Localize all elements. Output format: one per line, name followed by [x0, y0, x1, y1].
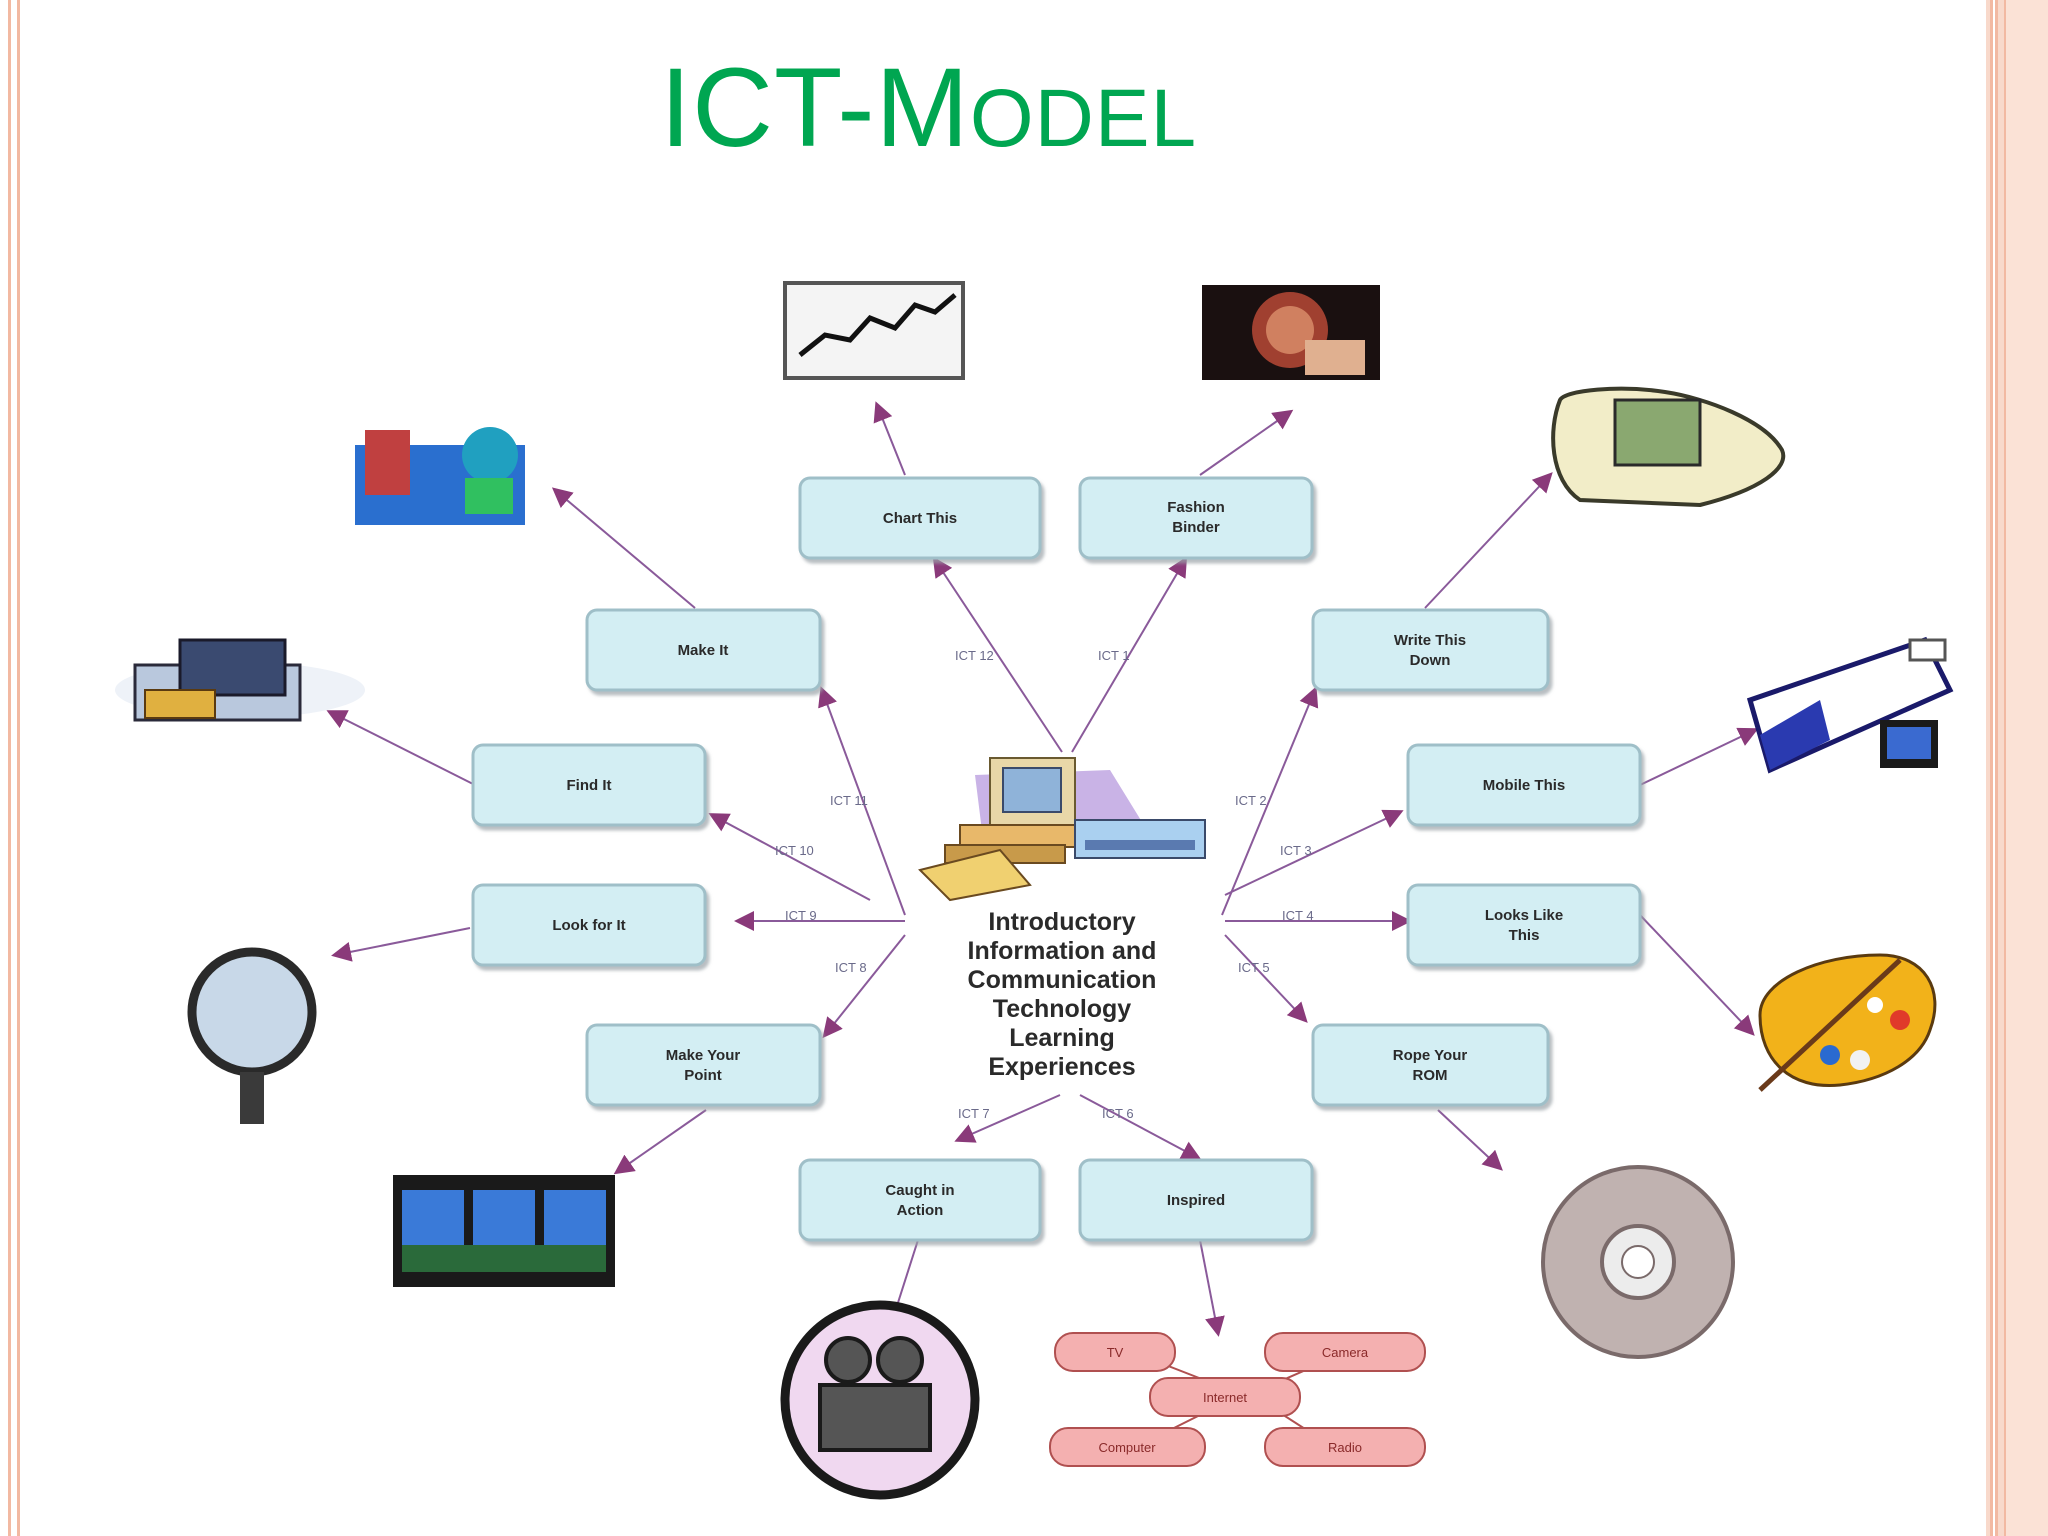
label-make-your-point-2: Point: [684, 1067, 722, 1084]
label-rope-your-rom-1: Rope Your: [1393, 1047, 1468, 1064]
center-line-3: Communication: [968, 966, 1157, 994]
box-make-it: [585, 608, 822, 692]
slide-title: ICT-MODEL: [660, 45, 1198, 170]
label-inspired: Inspired: [1167, 1192, 1225, 1209]
label-find-it: Find It: [567, 777, 612, 794]
center-title: Introductory Information and Communicati…: [968, 908, 1157, 1081]
pill-internet: [1149, 1377, 1301, 1417]
pill-internet-label: Internet: [1203, 1390, 1247, 1405]
box-mobile-this: [1406, 743, 1642, 827]
computer-map-icon: [1551, 386, 1786, 508]
ict-label-9: ICT 9: [785, 908, 817, 923]
right-border-core: [2004, 0, 2048, 1536]
label-make-it: Make It: [678, 642, 729, 659]
cd-icon: [1541, 1165, 1735, 1359]
label-fashion-binder-1: Fashion: [1167, 499, 1225, 516]
ict-labels: ICT 12 ICT 1 ICT 11 ICT 2 ICT 10 ICT 3 I…: [775, 648, 1314, 1121]
ict-label-8: ICT 8: [835, 960, 867, 975]
label-chart-this: Chart This: [883, 510, 957, 527]
pill-camera-label: Camera: [1322, 1345, 1369, 1360]
magnifier-icon: [187, 947, 317, 1124]
label-looks-like-this-1: Looks Like: [1485, 907, 1563, 924]
pill-computer: [1049, 1427, 1206, 1467]
label-write-this-down-1: Write This: [1394, 632, 1466, 649]
box-caught-in-action: [798, 1158, 1042, 1242]
ict-label-7: ICT 7: [958, 1106, 990, 1121]
box-look-for-it: [471, 883, 707, 967]
box-fashion-binder: [1078, 476, 1314, 560]
label-rope-your-rom-2: ROM: [1413, 1067, 1448, 1084]
video-camera-icon: [780, 1300, 980, 1500]
center-line-1: Introductory: [988, 908, 1135, 936]
center-line-5: Learning: [1009, 1024, 1115, 1052]
ict-label-12: ICT 12: [955, 648, 994, 663]
left-border: [8, 0, 20, 1536]
label-fashion-binder-2: Binder: [1172, 519, 1220, 536]
film-strip-icon: [393, 1175, 615, 1287]
label-look-for-it: Look for It: [552, 917, 625, 934]
box-looks-like-this: [1406, 883, 1642, 967]
center-line-4: Technology: [993, 995, 1132, 1023]
file-cabinet-icon: [115, 638, 365, 722]
pill-camera: [1264, 1332, 1426, 1372]
pill-tv: [1054, 1332, 1176, 1372]
media-cluster: TV Camera Internet Computer Radio: [1049, 1332, 1426, 1467]
ict-label-3: ICT 3: [1280, 843, 1312, 858]
ict-label-6: ICT 6: [1102, 1106, 1134, 1121]
center-line-6: Experiences: [988, 1053, 1135, 1081]
ict-label-2: ICT 2: [1235, 793, 1267, 808]
box-find-it: [471, 743, 707, 827]
label-write-this-down-2: Down: [1410, 652, 1451, 669]
center-line-2: Information and: [968, 937, 1157, 965]
label-make-your-point-1: Make Your: [666, 1047, 741, 1064]
connector-arrows: [326, 401, 1759, 1338]
box-make-your-point: [585, 1023, 822, 1107]
box-inspired: [1078, 1158, 1314, 1242]
ict-label-5: ICT 5: [1238, 960, 1270, 975]
pill-radio-label: Radio: [1328, 1440, 1362, 1455]
paint-palette-icon: [1758, 953, 1937, 1092]
pill-tv-label: TV: [1107, 1345, 1124, 1360]
label-looks-like-this-2: This: [1509, 927, 1540, 944]
pill-radio: [1264, 1427, 1426, 1467]
right-border-inner: [1990, 0, 1998, 1536]
brain-icon: [1202, 285, 1380, 380]
box-write-this-down: [1311, 608, 1550, 692]
ict-label-10: ICT 10: [775, 843, 814, 858]
label-caught-in-action-2: Action: [897, 1202, 944, 1219]
ict-label-1: ICT 1: [1098, 648, 1130, 663]
box-labels: Chart This Fashion Binder Make It Write …: [552, 499, 1565, 1219]
box-rope-your-rom: [1311, 1023, 1550, 1107]
line-chart-icon: [783, 281, 965, 380]
mobile-laptop-icon: [1746, 636, 1954, 774]
pill-computer-label: Computer: [1098, 1440, 1156, 1455]
box-chart-this: [798, 476, 1042, 560]
ict-label-4: ICT 4: [1282, 908, 1314, 923]
computer-desk-icon: [918, 757, 1206, 902]
toolbox-icon: [355, 427, 525, 525]
label-mobile-this: Mobile This: [1483, 777, 1566, 794]
ict-label-11: ICT 11: [830, 793, 868, 808]
concept-boxes: [471, 476, 1642, 1242]
label-caught-in-action-1: Caught in: [885, 1182, 954, 1199]
